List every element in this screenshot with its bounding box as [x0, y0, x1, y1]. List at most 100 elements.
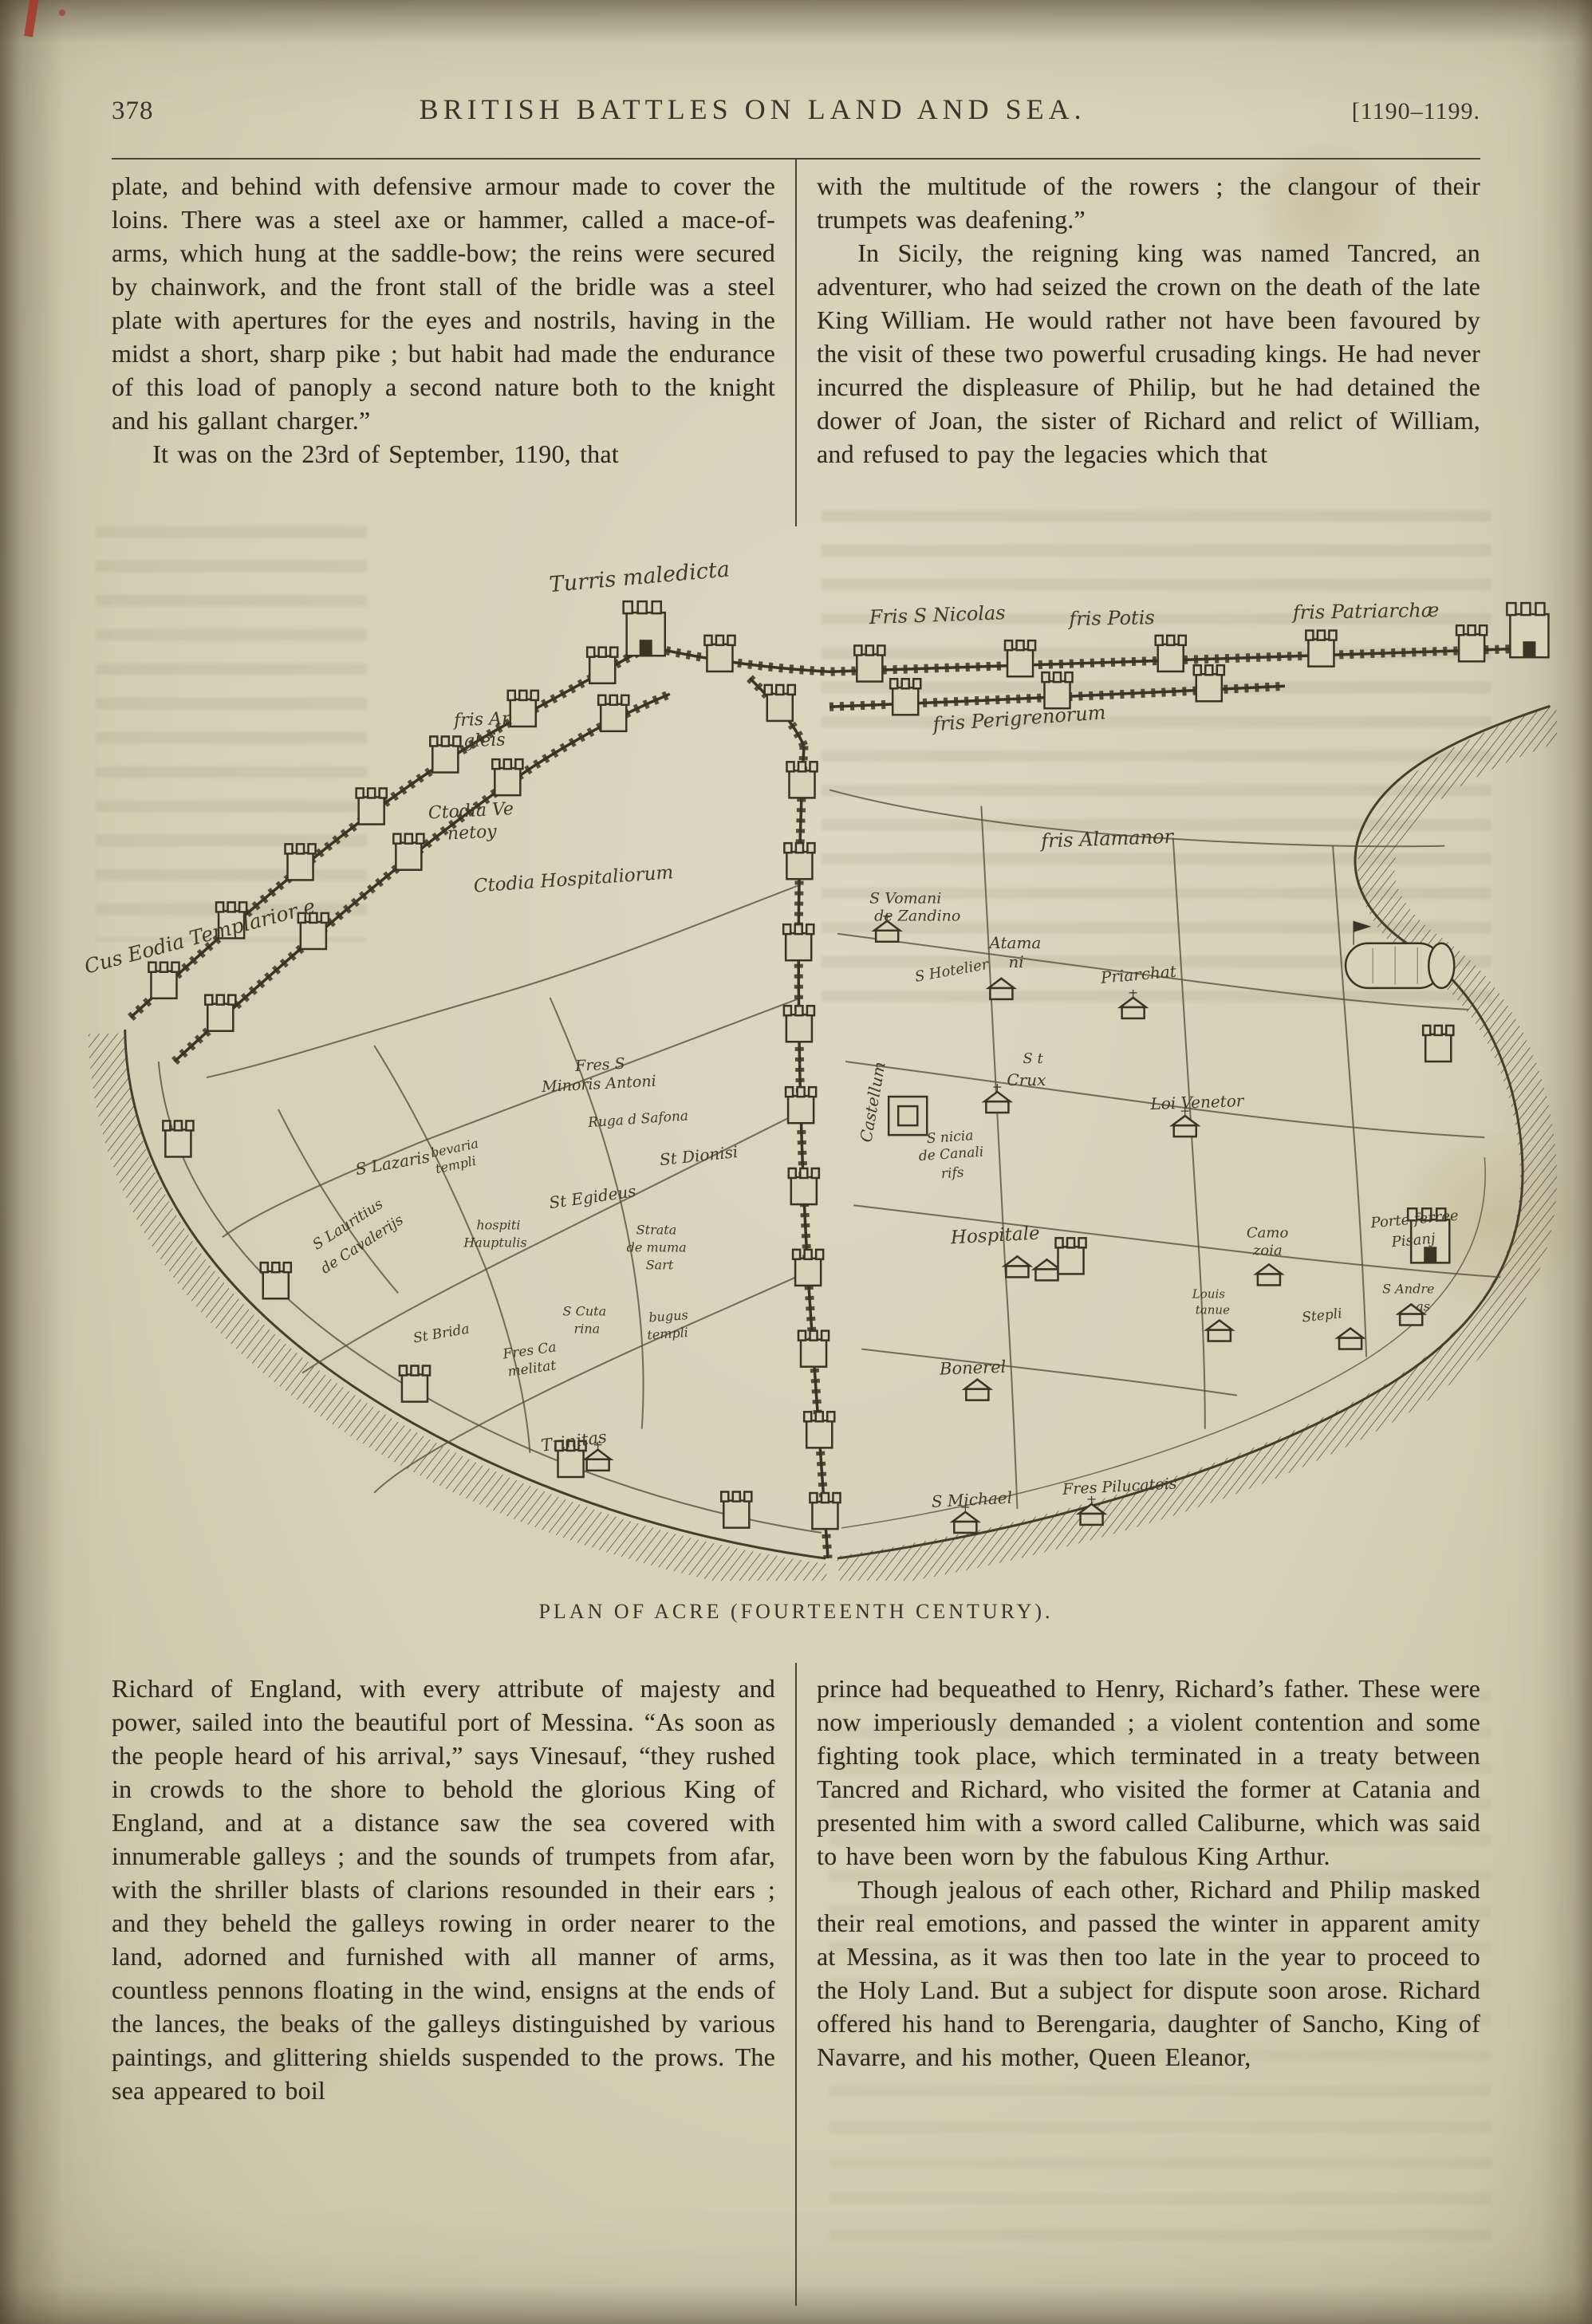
wall-tower-icon	[491, 758, 524, 797]
map-label: Minoris Antoni	[541, 1073, 657, 1097]
map-label: S t	[1023, 1050, 1043, 1067]
map-label: ni	[1008, 952, 1023, 971]
wall-tower-icon	[392, 833, 425, 871]
wall-tower-icon	[791, 1248, 825, 1287]
wall-tower-icon	[1455, 624, 1488, 663]
wall-tower-icon	[784, 1085, 818, 1125]
page-number: 378	[112, 97, 154, 125]
wall-tower-icon	[1003, 639, 1037, 678]
map-label: Pisanj	[1390, 1231, 1436, 1251]
maledicta-gate-icon	[622, 600, 666, 657]
map-label: Turris maledicta	[548, 557, 731, 597]
red-ink-dot	[59, 10, 65, 16]
map-label: fris Potis	[1067, 606, 1155, 630]
map-label: Atama	[987, 933, 1041, 952]
paragraph: It was on the 23rd of September, 1190, t…	[152, 439, 619, 468]
wall-tower-icon	[853, 644, 886, 683]
map-label: S Cuta	[563, 1303, 607, 1318]
red-ink-mark	[24, 0, 39, 37]
flies-tower-icon	[1344, 920, 1456, 990]
map-label: Camo	[1247, 1224, 1289, 1241]
page-title: BRITISH BATTLES ON LAND AND SEA.	[419, 93, 1086, 125]
map-label: tanue	[1196, 1302, 1230, 1317]
map-label: Ctodia Ve	[428, 799, 514, 824]
wall-tower-icon	[148, 961, 180, 1000]
pier-tower-icon	[1421, 1024, 1455, 1063]
building-icon	[1003, 1255, 1031, 1278]
coastline	[124, 704, 1551, 1560]
wall-tower-icon	[889, 677, 922, 716]
map-label: S Lazaris	[354, 1147, 431, 1179]
map-label: rifs	[940, 1164, 964, 1182]
wall-tower-icon	[1305, 629, 1338, 668]
paragraph: with the multitude of the rowers ; the c…	[817, 171, 1480, 234]
map-label: templi	[647, 1325, 689, 1343]
wall-tower-icon	[355, 787, 388, 825]
wall-tower-icon	[787, 1167, 821, 1206]
map-label: Hospitale	[949, 1223, 1040, 1249]
paragraph: Though jealous of each other, Richard an…	[817, 1875, 1480, 2071]
wall-tower-icon	[703, 634, 736, 673]
map-label: bugus	[648, 1307, 689, 1325]
column-divider-top	[795, 158, 797, 526]
wall-tower-icon	[398, 1365, 431, 1403]
map-label: as	[1416, 1298, 1430, 1314]
wall-tower-icon	[203, 994, 237, 1032]
map-label: St Dionisi	[659, 1142, 739, 1169]
top-right-column: with the multitude of the rowers ; the c…	[817, 169, 1480, 471]
building-icon	[987, 977, 1015, 1001]
map-label: S Hotelier	[913, 956, 991, 986]
map-label: netoy	[447, 821, 498, 844]
paragraph: plate, and behind with defensive armour …	[112, 171, 775, 435]
map-label: fris An	[452, 709, 514, 731]
map-caption: PLAN OF ACRE (FOURTEENTH CENTURY).	[538, 1600, 1054, 1623]
map-label: S nicia	[926, 1128, 974, 1147]
map-label: Castellum	[856, 1060, 889, 1144]
wall-tower-icon	[597, 694, 630, 733]
wall-tower-icon	[429, 735, 462, 774]
bottom-right-column: prince had bequeathed to Henry, Richard’…	[817, 1672, 1480, 2074]
map-label: S Vomani	[869, 890, 941, 908]
wall-tower-icon	[763, 683, 797, 723]
bottom-left-column: Richard of England, with every attribute…	[112, 1672, 775, 2107]
building-icon	[1033, 1259, 1061, 1282]
east-gate-icon	[1506, 601, 1550, 659]
wall-tower-icon	[782, 923, 815, 962]
wall-tower-icon	[802, 1411, 836, 1449]
map-label: gleis	[463, 731, 506, 752]
map-label: fris Patriarchæ	[1291, 599, 1440, 624]
map-label: de Canali	[918, 1144, 984, 1165]
wall-tower-icon	[162, 1120, 195, 1158]
wall-tower-icon	[1154, 634, 1188, 673]
wall-tower-icon	[783, 841, 816, 880]
header-date-range: [1190–1199.	[1351, 98, 1480, 124]
map-label: S Andre	[1382, 1281, 1434, 1296]
map-label: St Brida	[412, 1321, 471, 1346]
map-label: fris Perigrenorum	[931, 701, 1107, 735]
building-icon	[963, 1378, 991, 1401]
streets	[157, 789, 1501, 1534]
top-left-column: plate, and behind with defensive armour …	[112, 169, 775, 471]
wall-tower-icon	[284, 843, 317, 881]
map-label: Priarchat	[1099, 962, 1178, 987]
sea-hatching	[88, 704, 1557, 1581]
map-label: St Egideus	[548, 1181, 637, 1212]
hospital-tower-icon	[1054, 1237, 1087, 1275]
wall-tower-icon	[719, 1491, 753, 1529]
map-label: fris Alamanor	[1039, 825, 1175, 853]
map-label: Ctodia Hospitaliorum	[473, 862, 674, 896]
map-label: hospiti	[476, 1217, 520, 1232]
paragraph: Richard of England, with every attribute…	[112, 1674, 775, 2105]
map-label: Loi Venetor	[1149, 1091, 1245, 1113]
map-label: rina	[574, 1322, 601, 1337]
castellum-fort-icon	[887, 1095, 928, 1136]
wall-tower-icon	[1041, 671, 1074, 710]
map-label: Crux	[1007, 1070, 1046, 1089]
column-divider-bottom	[795, 1663, 797, 2306]
map-label: Fres S	[574, 1055, 625, 1075]
building-icon	[1205, 1319, 1234, 1342]
wall-tower-icon	[1192, 664, 1226, 703]
paragraph: prince had bequeathed to Henry, Richard’…	[817, 1674, 1480, 1870]
building-icon	[1255, 1263, 1283, 1286]
